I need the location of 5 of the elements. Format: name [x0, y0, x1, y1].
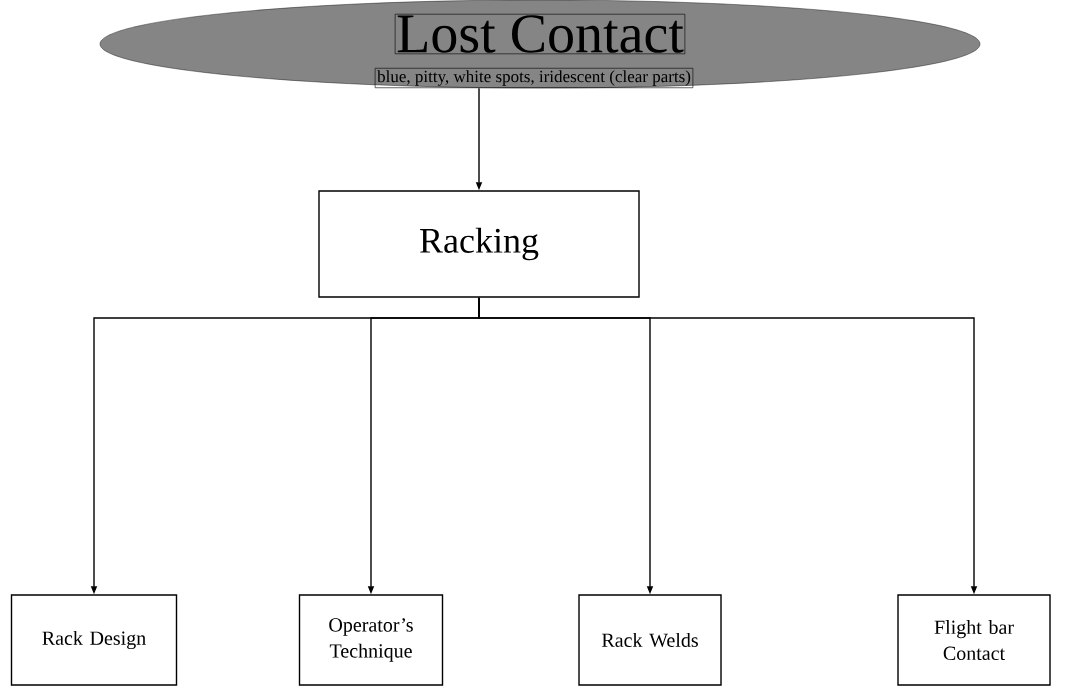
box: Flight bar Contact	[897, 594, 1051, 686]
box: Rack Welds	[578, 594, 722, 686]
box: Operator’s Technique	[298, 594, 444, 686]
box: Racking	[318, 190, 640, 298]
box: Rack Design	[10, 594, 178, 686]
